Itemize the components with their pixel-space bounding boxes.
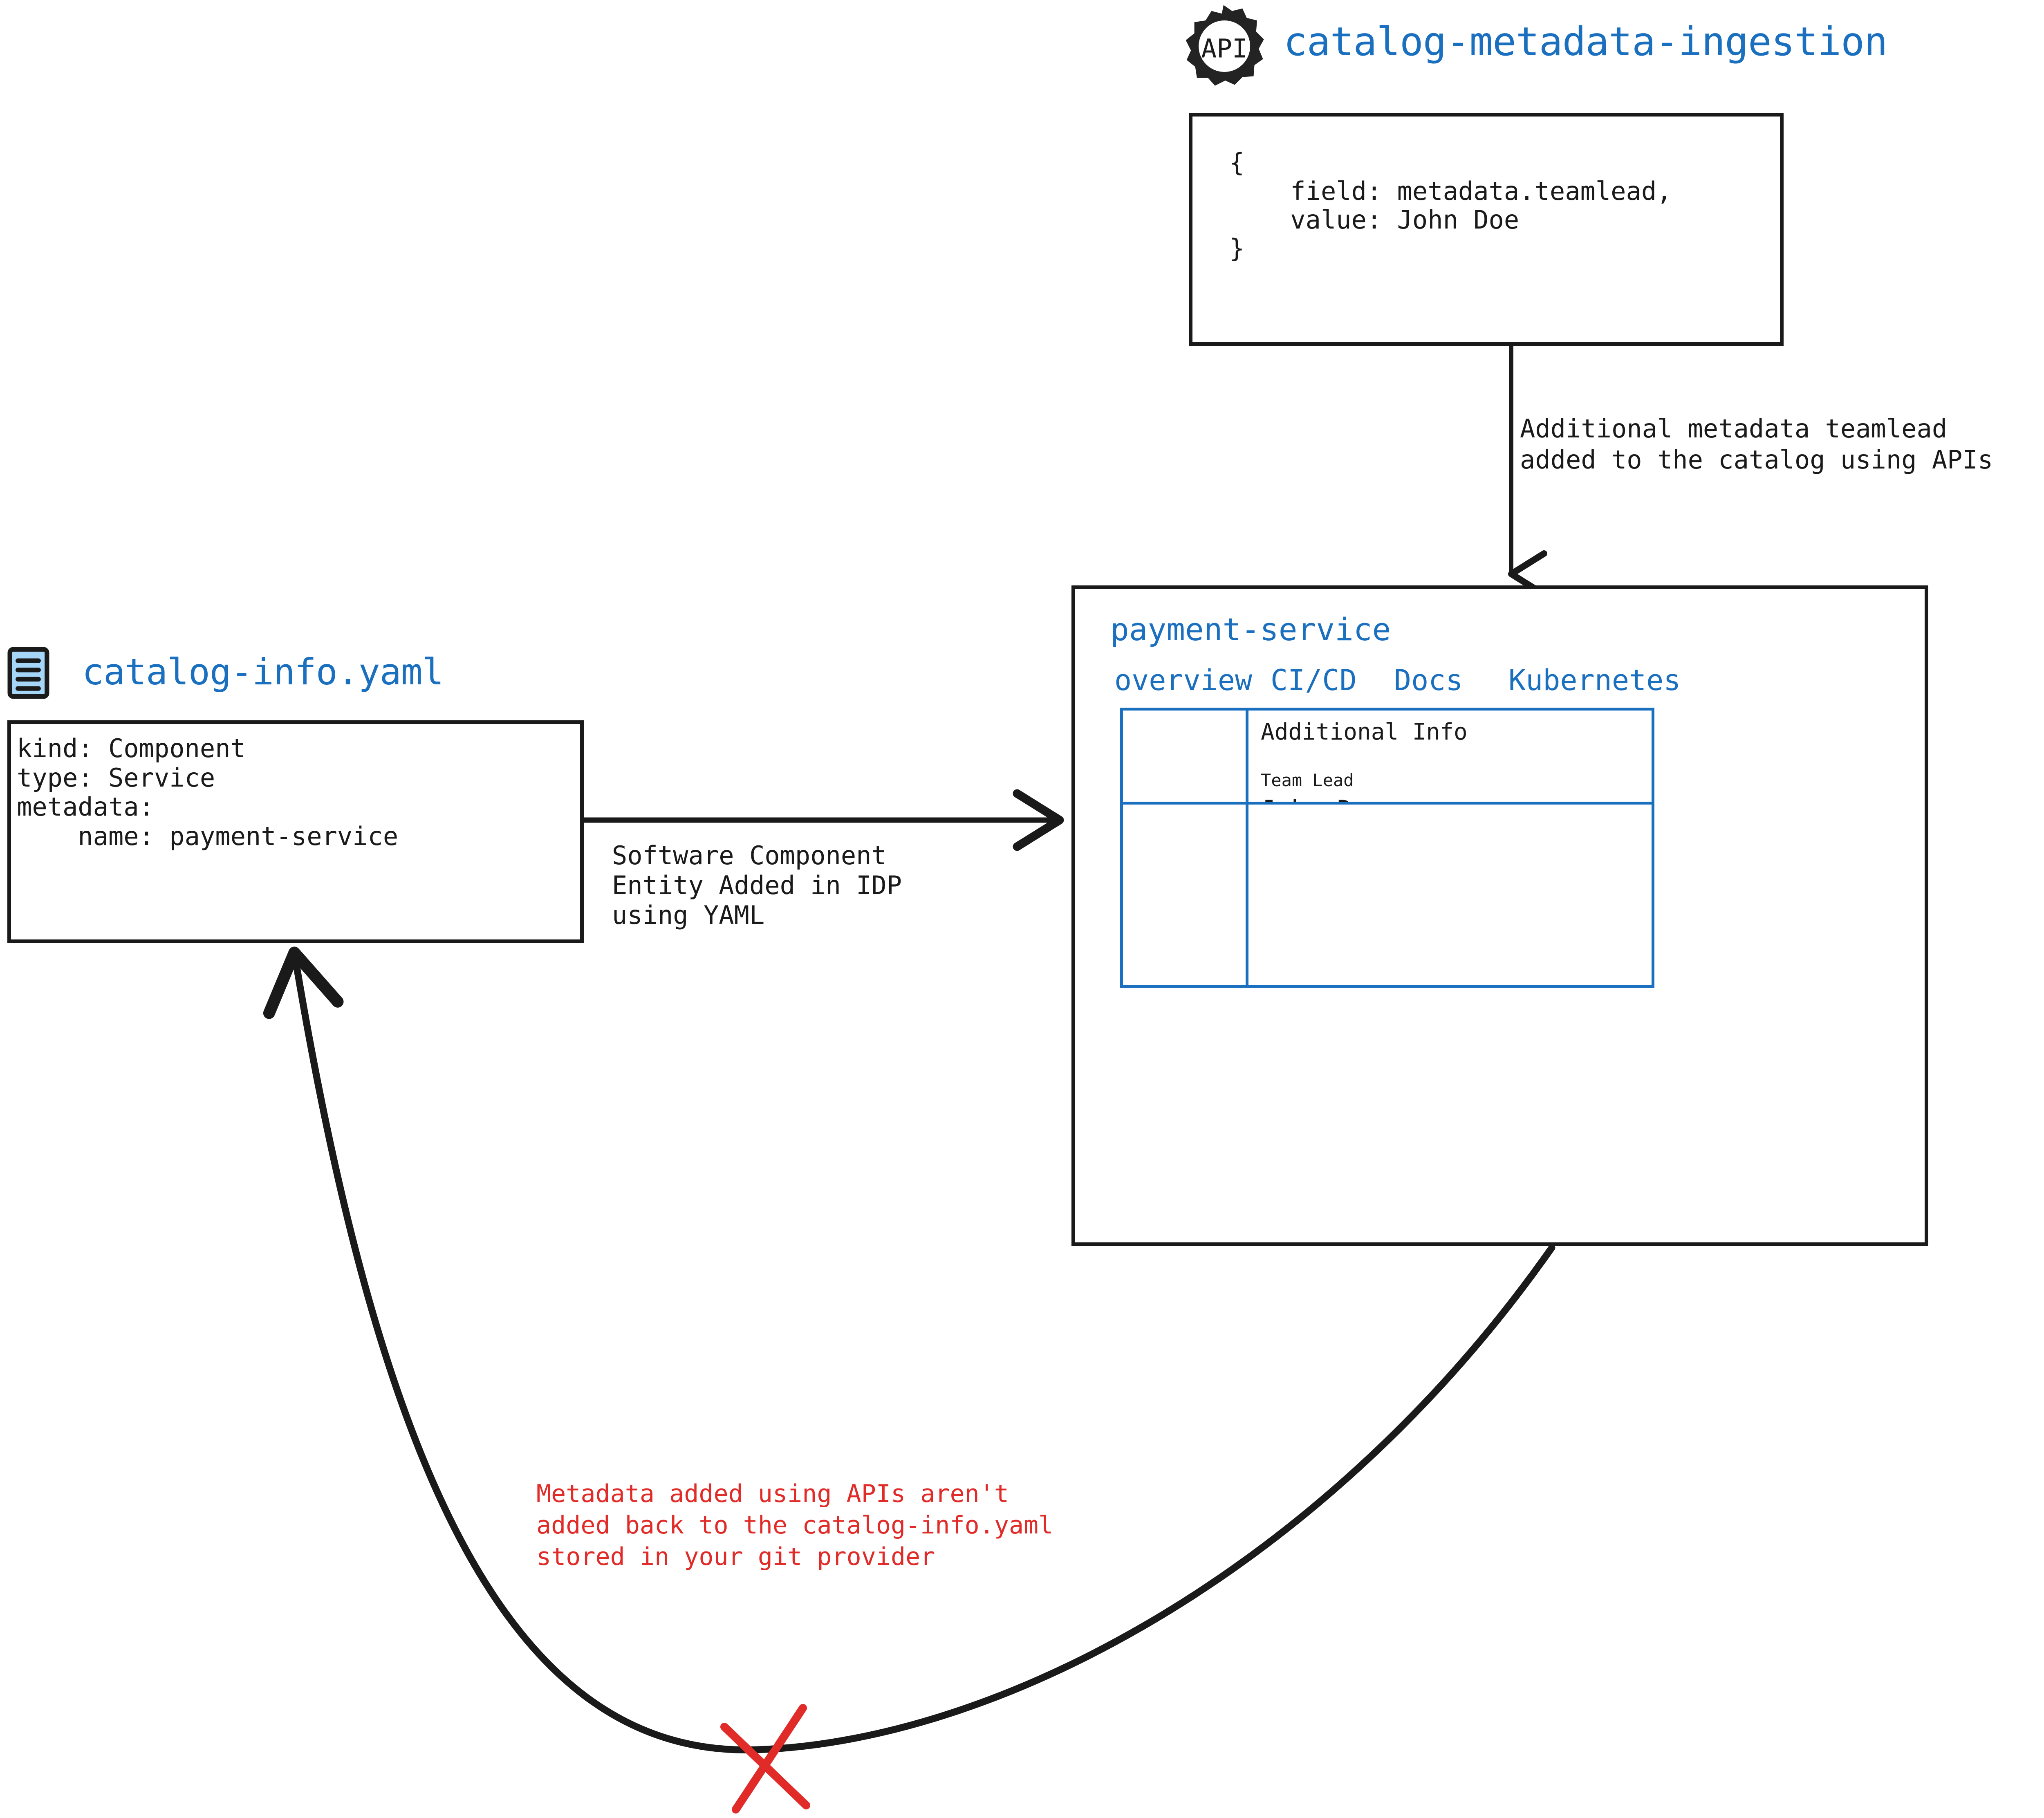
card-additional-info-title: Additional Info [1261, 719, 1468, 745]
tab-cicd[interactable]: CI/CD [1271, 664, 1357, 697]
edge-label-api-to-service: Additional metadata teamlead added to th… [1520, 414, 1993, 475]
tab-docs[interactable]: Docs [1394, 664, 1463, 697]
api-payload-box: { field: metadata.teamlead, value: John … [1189, 113, 1784, 346]
card-team-lead-label: Team Lead [1261, 770, 1354, 790]
yaml-content-box: kind: Component type: Service metadata: … [7, 720, 584, 943]
api-gear-icon: API [1186, 5, 1264, 86]
service-entity-panel: payment-service overview CI/CD Docs Kube… [1071, 585, 1928, 1246]
api-node-header: API catalog-metadata-ingestion [1181, 3, 1916, 91]
tab-kubernetes[interactable]: Kubernetes [1508, 664, 1681, 697]
api-payload-code: { field: metadata.teamlead, value: John … [1229, 148, 1672, 264]
service-panel-title: payment-service [1110, 611, 1391, 648]
yaml-file-icon [7, 647, 49, 699]
yaml-node-header: catalog-info.yaml [7, 647, 444, 699]
yaml-node-title: catalog-info.yaml [82, 651, 444, 693]
api-gear-label: API [1201, 34, 1248, 63]
tab-overview[interactable]: overview [1114, 664, 1253, 697]
edge-label-yaml-to-service: Software Component Entity Added in IDP u… [612, 841, 902, 930]
card-bottom-right[interactable] [1246, 802, 1654, 988]
red-x-mark [720, 1704, 810, 1814]
warning-note: Metadata added using APIs aren't added b… [536, 1480, 1053, 1571]
yaml-content-code: kind: Component type: Service metadata: … [17, 733, 399, 851]
api-node-title: catalog-metadata-ingestion [1284, 19, 1888, 65]
